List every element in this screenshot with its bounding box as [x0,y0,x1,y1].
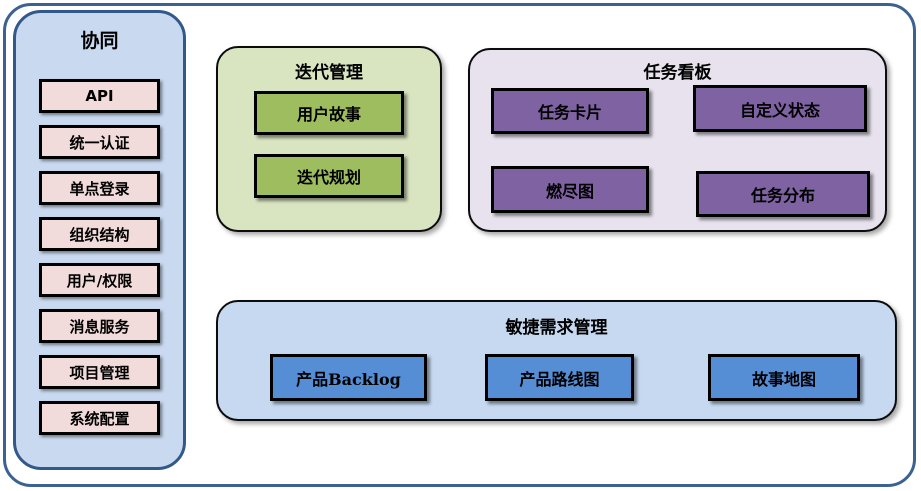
sidebar-item-project-management: 项目管理 [39,355,160,389]
sidebar-item-system-config: 系统配置 [39,401,160,435]
sidebar-item-user-permissions: 用户/权限 [39,263,160,297]
shape-custom-status: 自定义状态 [693,85,867,132]
shape-user-story: 用户故事 [254,91,404,135]
sidebar-item-single-sign-on: 单点登录 [39,171,160,205]
shape-burndown-chart: 燃尽图 [491,166,649,213]
panel-kanban-title: 任务看板 [643,63,712,83]
sidebar-title: 协同 [80,30,119,52]
sidebar-item-message-service: 消息服务 [39,309,160,343]
sidebar-item-org-structure: 组织结构 [39,217,160,251]
shape-task-distribution: 任务分布 [696,171,870,217]
panel-agile-requirements: 敏捷需求管理 产品Backlog 产品路线图 故事地图 [216,300,897,421]
shape-product-backlog: 产品Backlog [270,354,427,401]
iteration-item-list: 用户故事 迭代规划 [218,91,440,198]
shape-product-roadmap: 产品路线图 [485,354,634,401]
panel-agile-title: 敏捷需求管理 [505,318,608,338]
panel-iteration-management: 迭代管理 用户故事 迭代规划 [216,46,442,232]
sidebar-collaboration: 协同 API 统一认证 单点登录 组织结构 用户/权限 消息服务 项目管理 系统… [13,10,186,470]
panel-iteration-title: 迭代管理 [295,63,363,83]
shape-story-map: 故事地图 [708,354,860,401]
sidebar-item-list: API 统一认证 单点登录 组织结构 用户/权限 消息服务 项目管理 系统配置 [16,79,183,435]
shape-task-card: 任务卡片 [491,88,649,134]
sidebar-item-unified-auth: 统一认证 [39,125,160,159]
sidebar-item-api: API [39,79,160,113]
shape-iteration-planning: 迭代规划 [254,154,404,198]
panel-task-kanban: 任务看板 任务卡片 自定义状态 燃尽图 任务分布 [468,48,887,232]
